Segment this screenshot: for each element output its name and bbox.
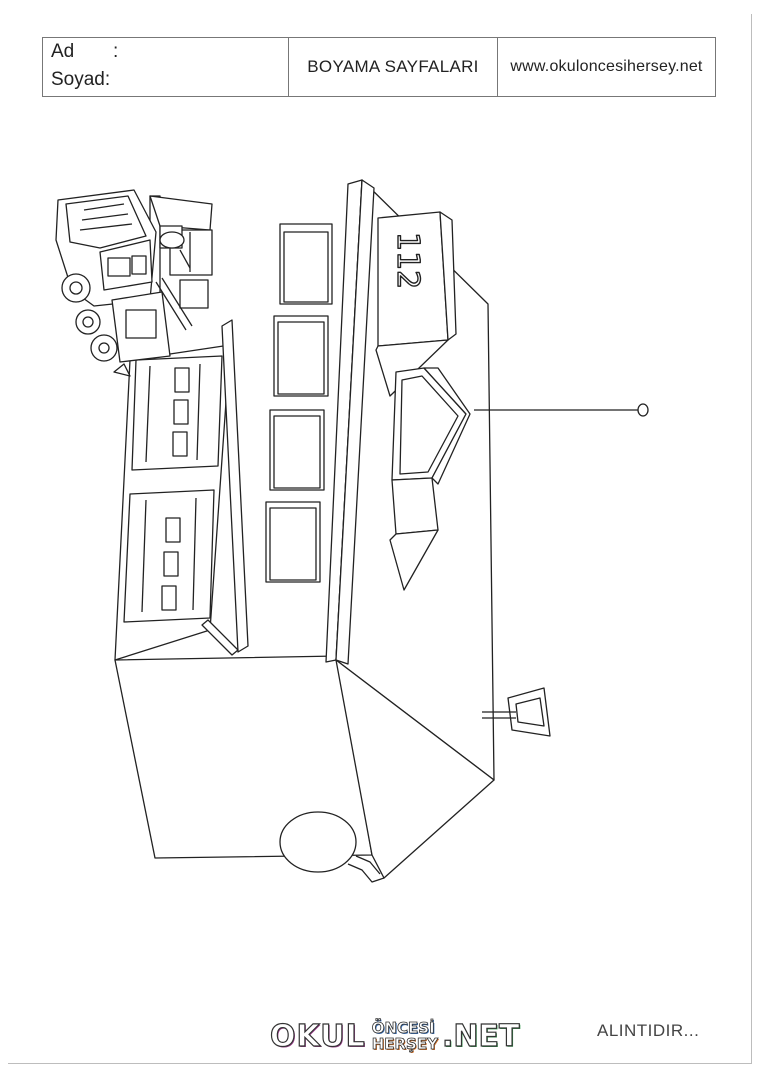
website-text: www.okuloncesihersey.net <box>510 58 703 75</box>
name-header-table: Ad : Soyad: BOYAMA SAYFALARI www.okulonc… <box>42 37 716 97</box>
website-cell: www.okuloncesihersey.net <box>498 38 715 96</box>
first-name-colon: : <box>113 41 119 62</box>
logo-middle: ÖNCESİ HERŞEY <box>371 1019 438 1053</box>
oval-sign <box>280 812 356 872</box>
first-name-field[interactable]: Ad : <box>51 41 118 63</box>
first-name-label: Ad <box>51 41 75 62</box>
page-title: BOYAMA SAYFALARI <box>307 57 479 76</box>
left-wing <box>124 320 248 655</box>
logo-hersey: HERŞEY <box>371 1035 438 1053</box>
tower-windows <box>266 224 332 582</box>
credit-text: ALINTIDIR... <box>597 1021 700 1040</box>
page-frame <box>8 14 752 1064</box>
emergency-truck <box>56 190 208 376</box>
antenna <box>474 404 648 416</box>
logo-net: .NET <box>441 1018 520 1054</box>
name-cell[interactable]: Ad : Soyad: <box>43 38 289 96</box>
roof-hatch <box>390 368 470 590</box>
last-name-label: Soyad: <box>51 69 111 90</box>
plate-number: 112 <box>390 232 425 289</box>
last-name-field[interactable]: Soyad: <box>51 69 110 91</box>
title-cell: BOYAMA SAYFALARI <box>289 38 498 96</box>
site-logo[interactable]: OKUL ÖNCESİ HERŞEY .NET <box>269 1010 520 1054</box>
logo-oncesi: ÖNCESİ <box>371 1019 435 1037</box>
entrance-steps <box>348 856 384 882</box>
logo-okul: OKUL <box>269 1018 366 1054</box>
emergency-plate: 112 <box>376 212 456 396</box>
roof-lamp <box>482 688 550 736</box>
